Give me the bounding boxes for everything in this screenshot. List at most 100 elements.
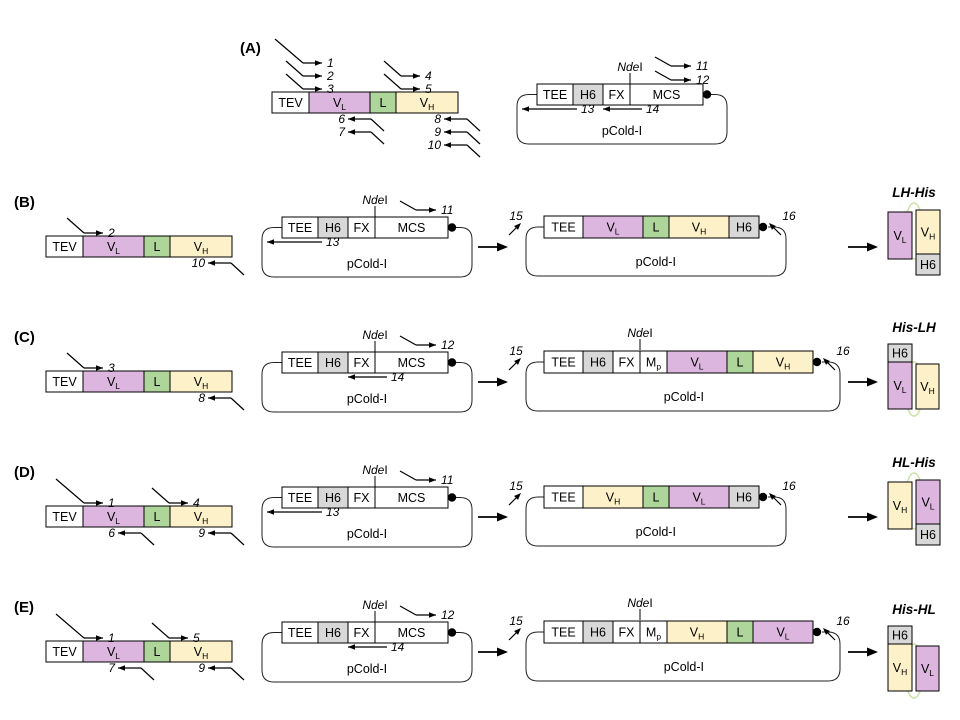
text-run: p: [656, 362, 661, 372]
segment-label-vl: VL: [690, 356, 703, 372]
text-run: 14: [391, 370, 405, 384]
text-run: I: [384, 193, 387, 207]
segment-label-l: L: [653, 491, 660, 505]
text-run: pCold-I: [664, 660, 704, 674]
text-run: V: [107, 645, 116, 659]
text-run: TEE: [551, 491, 575, 505]
text-run: 4: [193, 496, 200, 510]
segment-label-tee: TEE: [543, 88, 567, 102]
product-title: HL-His: [892, 455, 936, 470]
text-run: 16: [782, 209, 796, 223]
primer-tail-line: [383, 60, 402, 77]
text-run: V: [194, 240, 203, 254]
text-run: 9: [198, 526, 205, 540]
segment-label-tee: TEE: [551, 356, 575, 370]
text-run: H6: [590, 356, 606, 370]
segment-box-vl: [915, 479, 941, 525]
primer-arrowhead: [96, 500, 103, 506]
restriction-site-label: NdeI: [362, 328, 387, 342]
text-run: 8: [434, 112, 441, 126]
text-run: L: [341, 102, 346, 112]
primer-arrowhead: [444, 142, 451, 148]
text-run: V: [893, 379, 902, 393]
primer-arrowhead: [823, 628, 830, 635]
segment-label-h6: H6: [920, 528, 936, 542]
primer-tail-line: [55, 613, 85, 639]
segment-label-vl: VL: [606, 221, 619, 237]
text-run: L: [115, 651, 120, 661]
text-run: TEV: [52, 510, 77, 524]
text-run: 2: [107, 226, 115, 240]
segment-label-vh: VH: [776, 356, 790, 372]
primer-tail-line: [230, 397, 245, 411]
segment-label-vh: VH: [893, 661, 907, 677]
primer-number: 11: [441, 203, 453, 217]
text-run: V: [107, 375, 116, 389]
primer-arrowhead: [522, 106, 529, 112]
text-run: H6: [325, 626, 341, 640]
primer-arrowhead: [444, 116, 451, 122]
segment-label-vh: VH: [420, 96, 434, 112]
primer-arrowhead: [429, 207, 436, 213]
text-run: TEV: [52, 375, 77, 389]
primer-number: 14: [391, 370, 405, 384]
segment-box-h6: [915, 523, 941, 546]
segment-label-tev: TEV: [278, 96, 303, 110]
segment-label-mp: Mp: [646, 626, 661, 642]
primer-tail-line: [370, 118, 385, 132]
text-run: V: [893, 499, 902, 513]
primer-number: 14: [646, 102, 660, 116]
segment-box-mcs: [374, 621, 449, 644]
text-run: V: [690, 356, 699, 370]
text-run: L: [902, 235, 907, 245]
text-run: H: [202, 246, 208, 256]
plasmid-loop: [261, 632, 473, 683]
text-run: p: [656, 632, 661, 642]
segment-label-l: L: [737, 626, 744, 640]
text-run: H6: [920, 258, 936, 272]
text-run: 1: [108, 496, 115, 510]
text-run: MCS: [398, 626, 426, 640]
primer-tail-line: [399, 470, 417, 481]
text-run: M: [646, 356, 656, 370]
primer-tail-line: [140, 532, 155, 546]
segment-label-l: L: [737, 356, 744, 370]
text-run: V: [194, 510, 203, 524]
segment-box-vl: [915, 645, 940, 692]
origin-dot: [447, 493, 457, 502]
text-run: 3: [327, 82, 334, 96]
primer-number: 8: [434, 112, 441, 126]
primer-number: 13: [326, 505, 340, 519]
segment-label-mcs: MCS: [398, 221, 426, 235]
text-run: V: [893, 661, 902, 675]
plasmid-loop: [525, 496, 787, 547]
primer-arrowhead: [181, 500, 188, 506]
segment-box-vh: [915, 209, 941, 255]
flow-arrowhead: [497, 242, 508, 252]
text-run: V: [606, 221, 615, 235]
text-run: V: [893, 229, 902, 243]
text-run: V: [692, 491, 701, 505]
text-run: 7: [338, 125, 346, 139]
primer-arrowhead: [413, 73, 420, 79]
text-run: L: [699, 362, 704, 372]
primer-tail-line: [654, 56, 672, 67]
primer-arrowhead: [684, 77, 691, 83]
segment-label-h6: H6: [590, 626, 606, 640]
panel-label: (B): [14, 194, 35, 211]
segment-label-vl: VL: [893, 379, 906, 395]
plasmid-loop: [261, 497, 473, 548]
segment-label-vl: VL: [107, 375, 120, 391]
primer-number: 3: [327, 82, 334, 96]
primer-tail-line: [466, 131, 481, 145]
text-run: L: [929, 668, 934, 678]
segment-box-h6: [915, 253, 941, 276]
plasmid-loop: [516, 94, 728, 145]
primer-number: 1: [108, 631, 115, 645]
segment-box-vl: [752, 620, 814, 644]
restriction-site-label: NdeI: [362, 193, 387, 207]
flow-arrowhead: [497, 512, 508, 522]
